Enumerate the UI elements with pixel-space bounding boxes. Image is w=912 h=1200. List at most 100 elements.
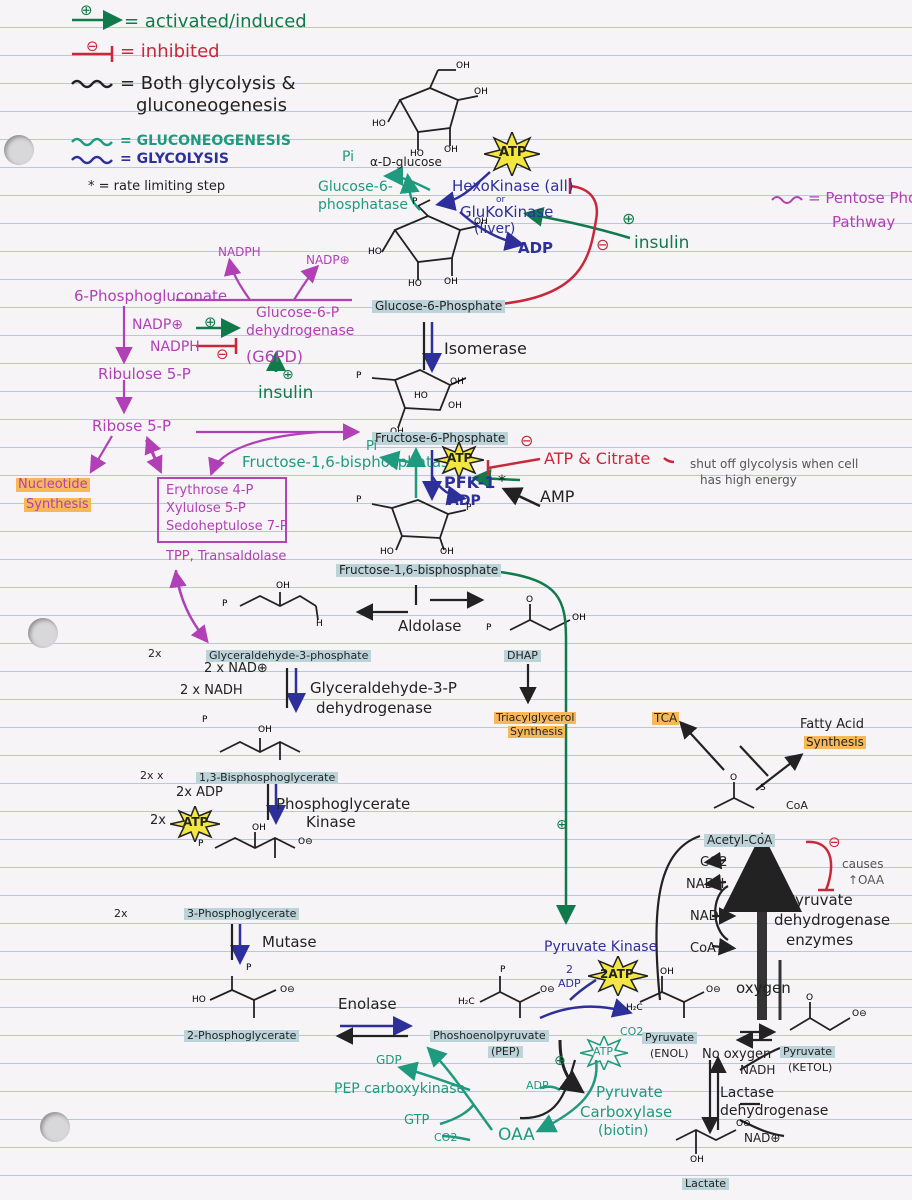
g6pd-inhibit-minus: ⊖ [216,345,229,363]
legend-pentose-2: Pathway [832,213,896,231]
pfk-inhibit-minus: ⊖ [520,431,534,450]
pdh-coa: CoA [690,941,716,956]
pepck: PEP carboxykinase [334,1081,466,1097]
hexokinase-inhibit-minus: ⊖ [596,235,610,254]
atp-label-pc: ATP [593,1045,614,1058]
atp-citrate: ATP & Citrate [544,449,651,468]
fatty-acid-2: Synthesis [804,735,866,750]
pyruvate-enol-label: (ENOL) [650,1047,689,1060]
dhap: DHAP [504,649,541,663]
pyruvate-ketol-label: (KETOL) [788,1061,833,1074]
bpg: 1,3-Bisphosphoglycerate [196,771,339,785]
pfk-amp-arrow [501,487,541,508]
atp-label-pk: 2ATP [600,967,634,981]
tag-synthesis-2: Synthesis [508,725,566,739]
ldh-nad: NAD⊕ [744,1131,781,1145]
acetyl-s: S [760,783,766,793]
nucleotide-synthesis: Nucleotide [16,477,90,493]
lactate-structure [675,1128,737,1154]
g3pdh: Glyceraldehyde-3-P [310,679,457,697]
atp-burst-pgk [170,806,220,842]
pg2-ho: HO [192,995,206,1005]
ppp-nadph: NADPH [150,339,200,355]
ppp-insulin: insulin [258,383,314,403]
ribose-5p: Ribose 5-P [92,417,172,435]
g3p-oh: OH [276,581,290,591]
acetyl-o: O [730,773,738,783]
lactate: Lactate [682,1177,730,1191]
pfk-adp: ADP [448,493,481,509]
binder-hole-3 [40,1112,70,1142]
pep-p: P [500,965,506,975]
pyruvate-ketol: Pyruvate [780,1045,835,1059]
f6p-oh-1: OH [450,377,464,387]
insulin-glucokinase: insulin [634,233,690,253]
pdh-2: dehydrogenase [774,911,891,929]
insulin-plus: ⊕ [622,209,636,228]
pdh-3: enzymes [786,931,854,949]
tag-synthesis: Triacylglycerol [494,711,577,725]
legend-inhibited-minus: ⊖ [86,37,99,55]
pc-biotin: (biotin) [598,1123,649,1139]
pgk-2: Kinase [306,813,356,831]
pg3: 3-Phosphoglycerate [184,907,300,921]
glucose-ho-1: HO [372,119,386,129]
nucleotide-synthesis-2: Synthesis [24,497,91,513]
binder-hole-2 [28,618,58,648]
hexokinase-or: or [496,195,506,205]
phosphogluconate: 6-Phosphogluconate [74,287,228,305]
pdh-nadh: NADH [686,877,725,892]
pep-h2c: H₂C [458,997,475,1007]
tca: TCA [652,711,680,726]
ribulose-5p: Ribulose 5-P [98,365,191,383]
bpg-2x: 2x x [140,769,164,782]
amp: AMP [540,487,575,506]
ppp-insulin-plus: ⊕ [282,367,294,383]
glucose6p-phosphatase-2: phosphatase [318,197,408,213]
ldh: Lactase [720,1085,775,1101]
glucose6p-structure [381,199,479,280]
pyr-ketol-o: O [806,993,814,1003]
pdh-oaa: ↑OAA [848,873,885,887]
pyruvate-enol-structure [639,976,705,1018]
f6p-ho: HO [414,391,428,401]
g6pd-label-2: dehydrogenase [246,323,355,339]
fructose6p-structure [371,369,467,429]
pep-2: (PEP) [488,1045,523,1059]
atp-burst-pk [588,956,648,996]
f6p-oh-2: OH [448,401,462,411]
isomerase: Isomerase [444,339,527,358]
bpg-structure [219,738,301,760]
pyr-ketol-ominus: O⊖ [852,1009,867,1019]
pdh-co2: CO2 [700,855,728,870]
acetyl-coa-structure [713,782,755,809]
glucose-structure [387,69,479,150]
aldolase: Aldolase [398,617,462,635]
pep: Phoshoenolpyruvate [430,1029,549,1043]
g6p-oh-2: OH [444,277,458,287]
legend-activated: = activated/induced [124,11,307,32]
ppp-nadp-top: NADP⊕ [306,253,350,267]
glucose-oh-1: OH [456,61,470,71]
bpg-oh: OH [258,725,272,735]
pyruvate-kinase: Pyruvate Kinase [544,939,658,955]
hexokinase-adp: ADP [518,239,554,257]
g6p-ho: HO [368,247,382,257]
atp-burst-hexokinase [484,132,540,176]
g3p: Glyceraldehyde-3-phosphate [206,649,372,663]
f16bpase-pi: Pi [366,439,378,454]
no-oxygen: No oxygen [702,1047,772,1062]
inhibition-arrows [196,178,834,892]
f16bp-ho: HO [380,547,394,557]
pg-p: P [198,839,204,849]
legend-activated-plus: ⊕ [80,1,93,19]
g6pd-activate-plus: ⊕ [204,313,217,331]
f16bp-p-right: P [466,503,472,513]
pk-activate-plus: ⊕ [556,817,568,833]
erythrose-4p: Erythrose 4-P [166,483,254,498]
g3p-h: H [316,619,323,629]
legend-glycolysis: = GLYCOLYSIS [120,151,229,167]
g6p-oh-1: OH [474,217,488,227]
atp-burst-pfk [434,442,484,478]
